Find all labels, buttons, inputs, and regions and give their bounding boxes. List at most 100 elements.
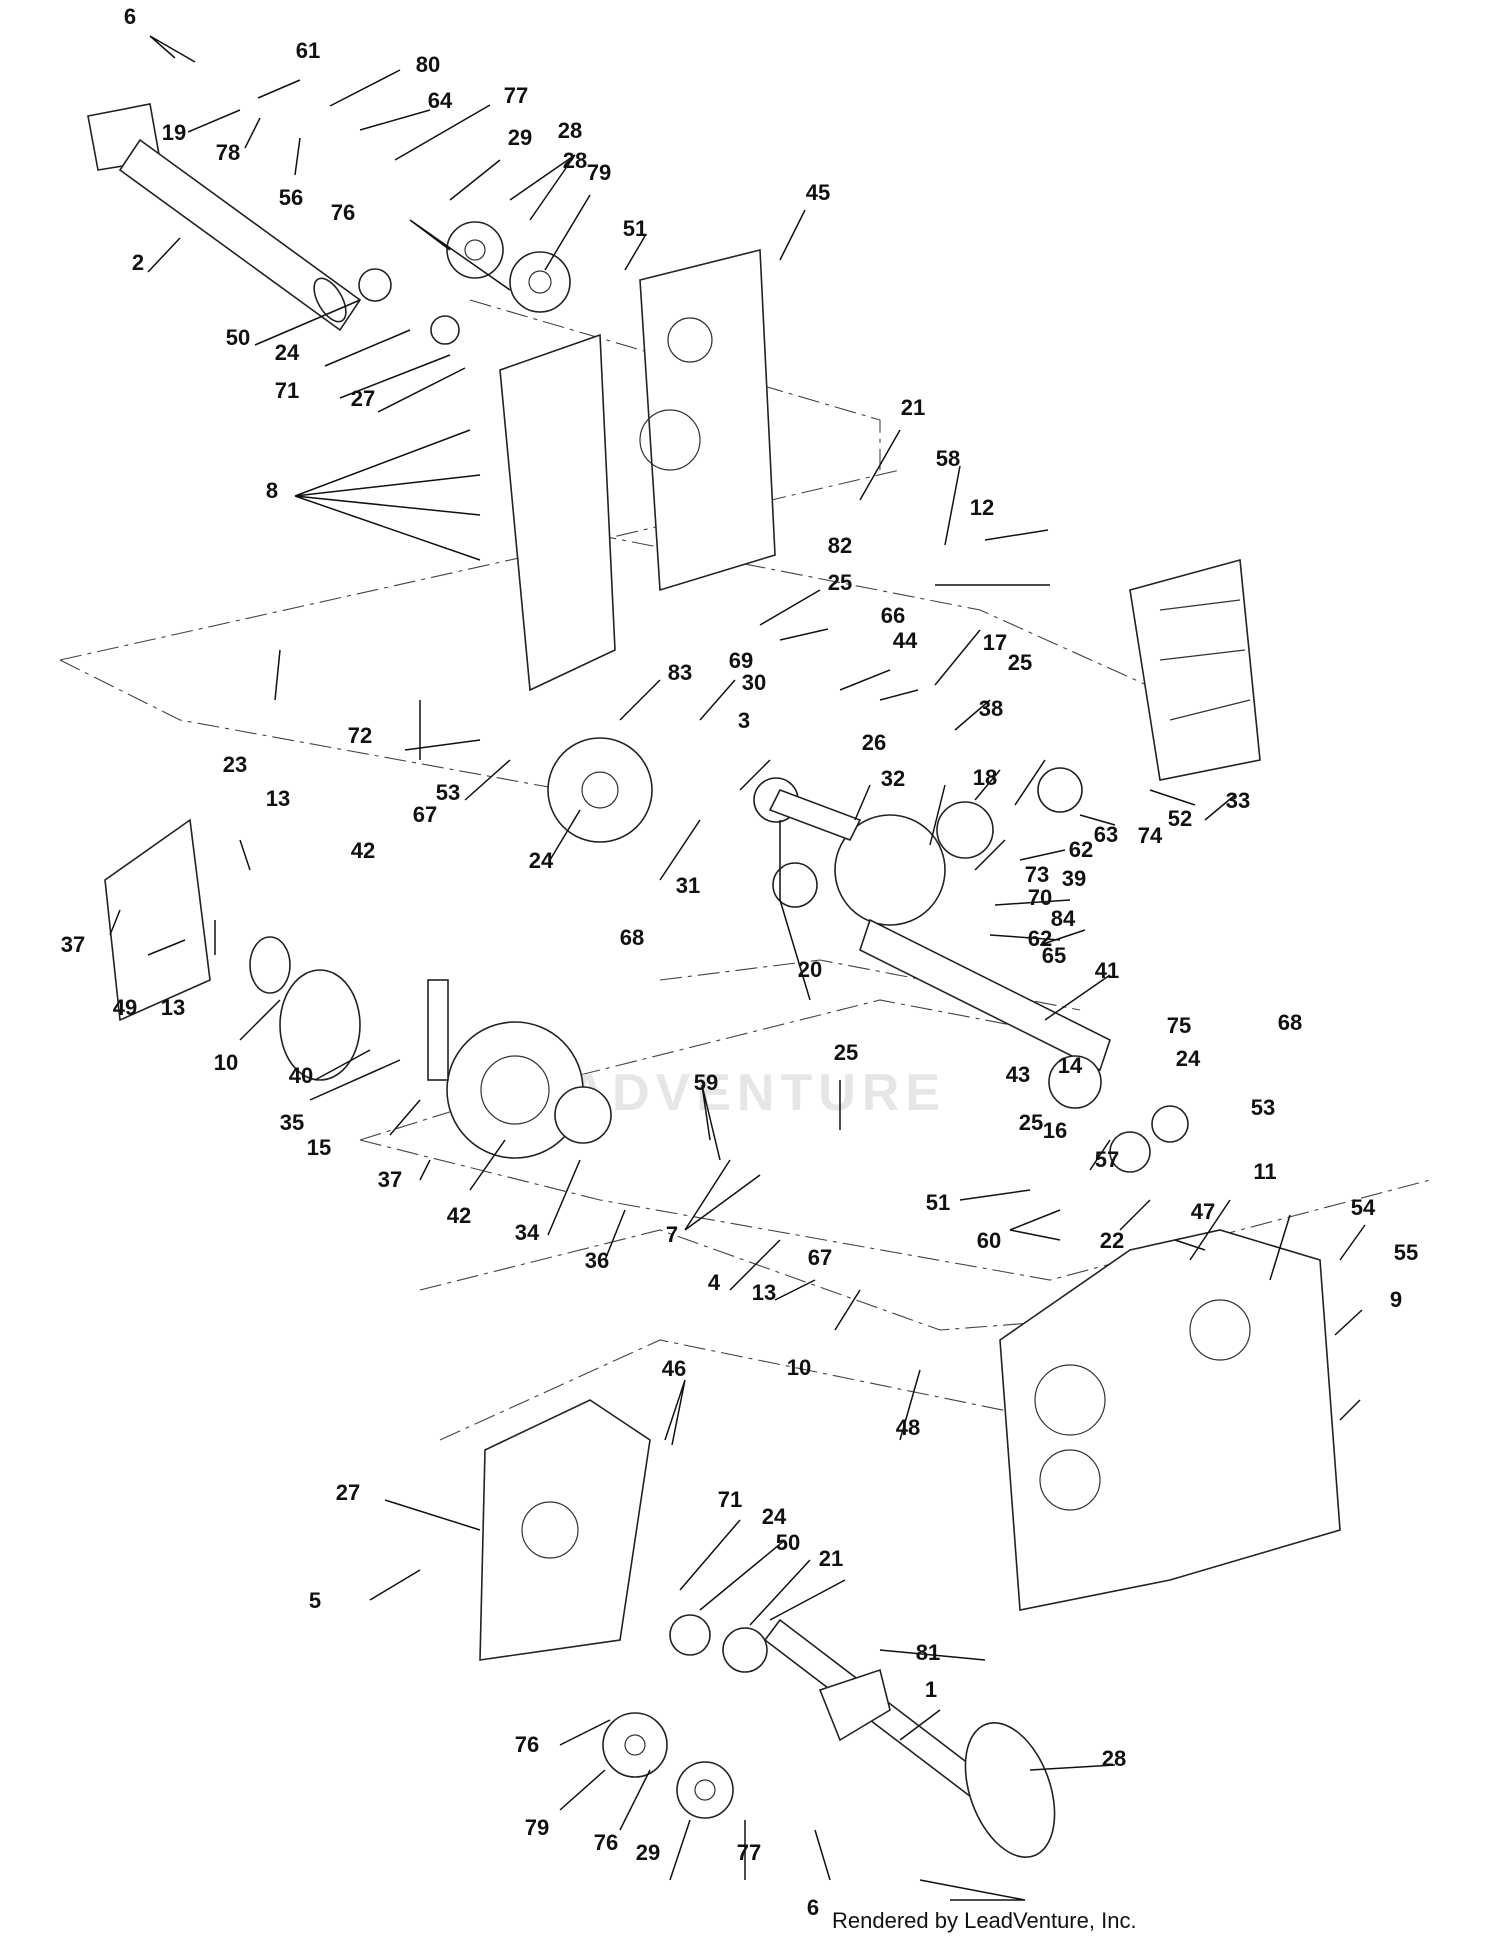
callout-81: 81 <box>916 1640 940 1665</box>
callout-14: 14 <box>1058 1053 1083 1078</box>
hydrostatic-unit <box>1129 558 1261 781</box>
callout-32: 32 <box>881 766 905 791</box>
callout-2: 2 <box>132 250 144 275</box>
callout-80: 80 <box>416 52 440 77</box>
callout-13: 13 <box>266 786 290 811</box>
callout-41: 41 <box>1095 958 1119 983</box>
callout-16: 16 <box>1043 1118 1067 1143</box>
callout-62: 62 <box>1069 837 1093 862</box>
callout-65: 65 <box>1042 943 1066 968</box>
callout-25: 25 <box>834 1040 858 1065</box>
callout-37: 37 <box>378 1167 402 1192</box>
gear-cluster <box>446 737 1189 1173</box>
callout-18: 18 <box>973 765 997 790</box>
callout-10: 10 <box>214 1050 238 1075</box>
callout-62: 62 <box>1028 926 1052 951</box>
callout-77: 77 <box>737 1840 761 1865</box>
callout-76: 76 <box>594 1830 618 1855</box>
callout-28: 28 <box>563 148 587 173</box>
callout-21: 21 <box>819 1546 843 1571</box>
callout-75: 75 <box>1167 1013 1191 1038</box>
callout-71: 71 <box>275 378 299 403</box>
callout-25: 25 <box>1008 650 1032 675</box>
callout-38: 38 <box>979 696 1003 721</box>
callout-60: 60 <box>977 1228 1001 1253</box>
callout-43: 43 <box>1006 1062 1030 1087</box>
callout-39: 39 <box>1062 866 1086 891</box>
callout-28: 28 <box>1102 1746 1126 1771</box>
callout-24: 24 <box>1176 1046 1201 1071</box>
callout-40: 40 <box>289 1063 313 1088</box>
callout-68: 68 <box>620 925 644 950</box>
callout-10: 10 <box>787 1355 811 1380</box>
callout-9: 9 <box>1390 1287 1402 1312</box>
callout-64: 64 <box>428 88 453 113</box>
callout-68: 68 <box>1278 1010 1302 1035</box>
callout-5: 5 <box>309 1588 321 1613</box>
callout-27: 27 <box>336 1480 360 1505</box>
transmission-case-47 <box>999 1229 1341 1611</box>
callout-53: 53 <box>436 780 460 805</box>
callout-58: 58 <box>936 446 960 471</box>
callout-35: 35 <box>280 1110 304 1135</box>
callout-11: 11 <box>1253 1159 1276 1184</box>
callout-73: 73 <box>1025 862 1049 887</box>
callout-23: 23 <box>223 752 247 777</box>
callout-67: 67 <box>808 1245 832 1270</box>
callout-50: 50 <box>776 1530 800 1555</box>
callout-51: 51 <box>623 216 647 241</box>
callout-82: 82 <box>828 533 852 558</box>
callout-13: 13 <box>161 995 185 1020</box>
axle-shaft-lower <box>602 1614 1056 1858</box>
callout-26: 26 <box>862 730 886 755</box>
callout-61: 61 <box>296 38 320 63</box>
callout-27: 27 <box>351 386 375 411</box>
callout-79: 79 <box>525 1815 549 1840</box>
callout-3: 3 <box>738 708 750 733</box>
brake-disc-upper <box>358 221 571 345</box>
callout-45: 45 <box>806 180 830 205</box>
callout-44: 44 <box>893 628 918 653</box>
callout-59: 59 <box>694 1070 718 1095</box>
callout-13: 13 <box>752 1280 776 1305</box>
callout-24: 24 <box>529 848 554 873</box>
callout-72: 72 <box>348 723 372 748</box>
callout-54: 54 <box>1351 1195 1376 1220</box>
callout-67: 67 <box>413 802 437 827</box>
callout-24: 24 <box>275 340 300 365</box>
callout-17: 17 <box>983 630 1007 655</box>
callout-78: 78 <box>216 140 240 165</box>
callout-55: 55 <box>1394 1240 1418 1265</box>
callout-6: 6 <box>807 1895 819 1920</box>
callout-51: 51 <box>926 1190 950 1215</box>
callout-70: 70 <box>1028 885 1052 910</box>
callout-56: 56 <box>279 185 303 210</box>
callout-22: 22 <box>1100 1228 1124 1253</box>
callout-46: 46 <box>662 1356 686 1381</box>
callout-63: 63 <box>1094 822 1118 847</box>
callout-34: 34 <box>515 1220 540 1245</box>
callout-25: 25 <box>1019 1110 1043 1135</box>
credit-text: Rendered by LeadVenture, Inc. <box>832 1908 1137 1933</box>
callout-21: 21 <box>901 395 925 420</box>
callout-20: 20 <box>798 957 822 982</box>
callout-30: 30 <box>742 670 766 695</box>
callout-15: 15 <box>307 1135 331 1160</box>
axle-shaft-upper <box>87 103 362 332</box>
callout-28: 28 <box>558 118 582 143</box>
callout-69: 69 <box>729 648 753 673</box>
callout-57: 57 <box>1095 1147 1119 1172</box>
callout-8: 8 <box>266 478 278 503</box>
callout-50: 50 <box>226 325 250 350</box>
callout-42: 42 <box>351 838 375 863</box>
callout-52: 52 <box>1168 806 1192 831</box>
callout-74: 74 <box>1138 823 1163 848</box>
callout-25: 25 <box>828 570 852 595</box>
callout-42: 42 <box>447 1203 471 1228</box>
callout-77: 77 <box>504 83 528 108</box>
callout-19: 19 <box>162 120 186 145</box>
callout-71: 71 <box>718 1487 742 1512</box>
callout-36: 36 <box>585 1248 609 1273</box>
callout-84: 84 <box>1051 906 1076 931</box>
